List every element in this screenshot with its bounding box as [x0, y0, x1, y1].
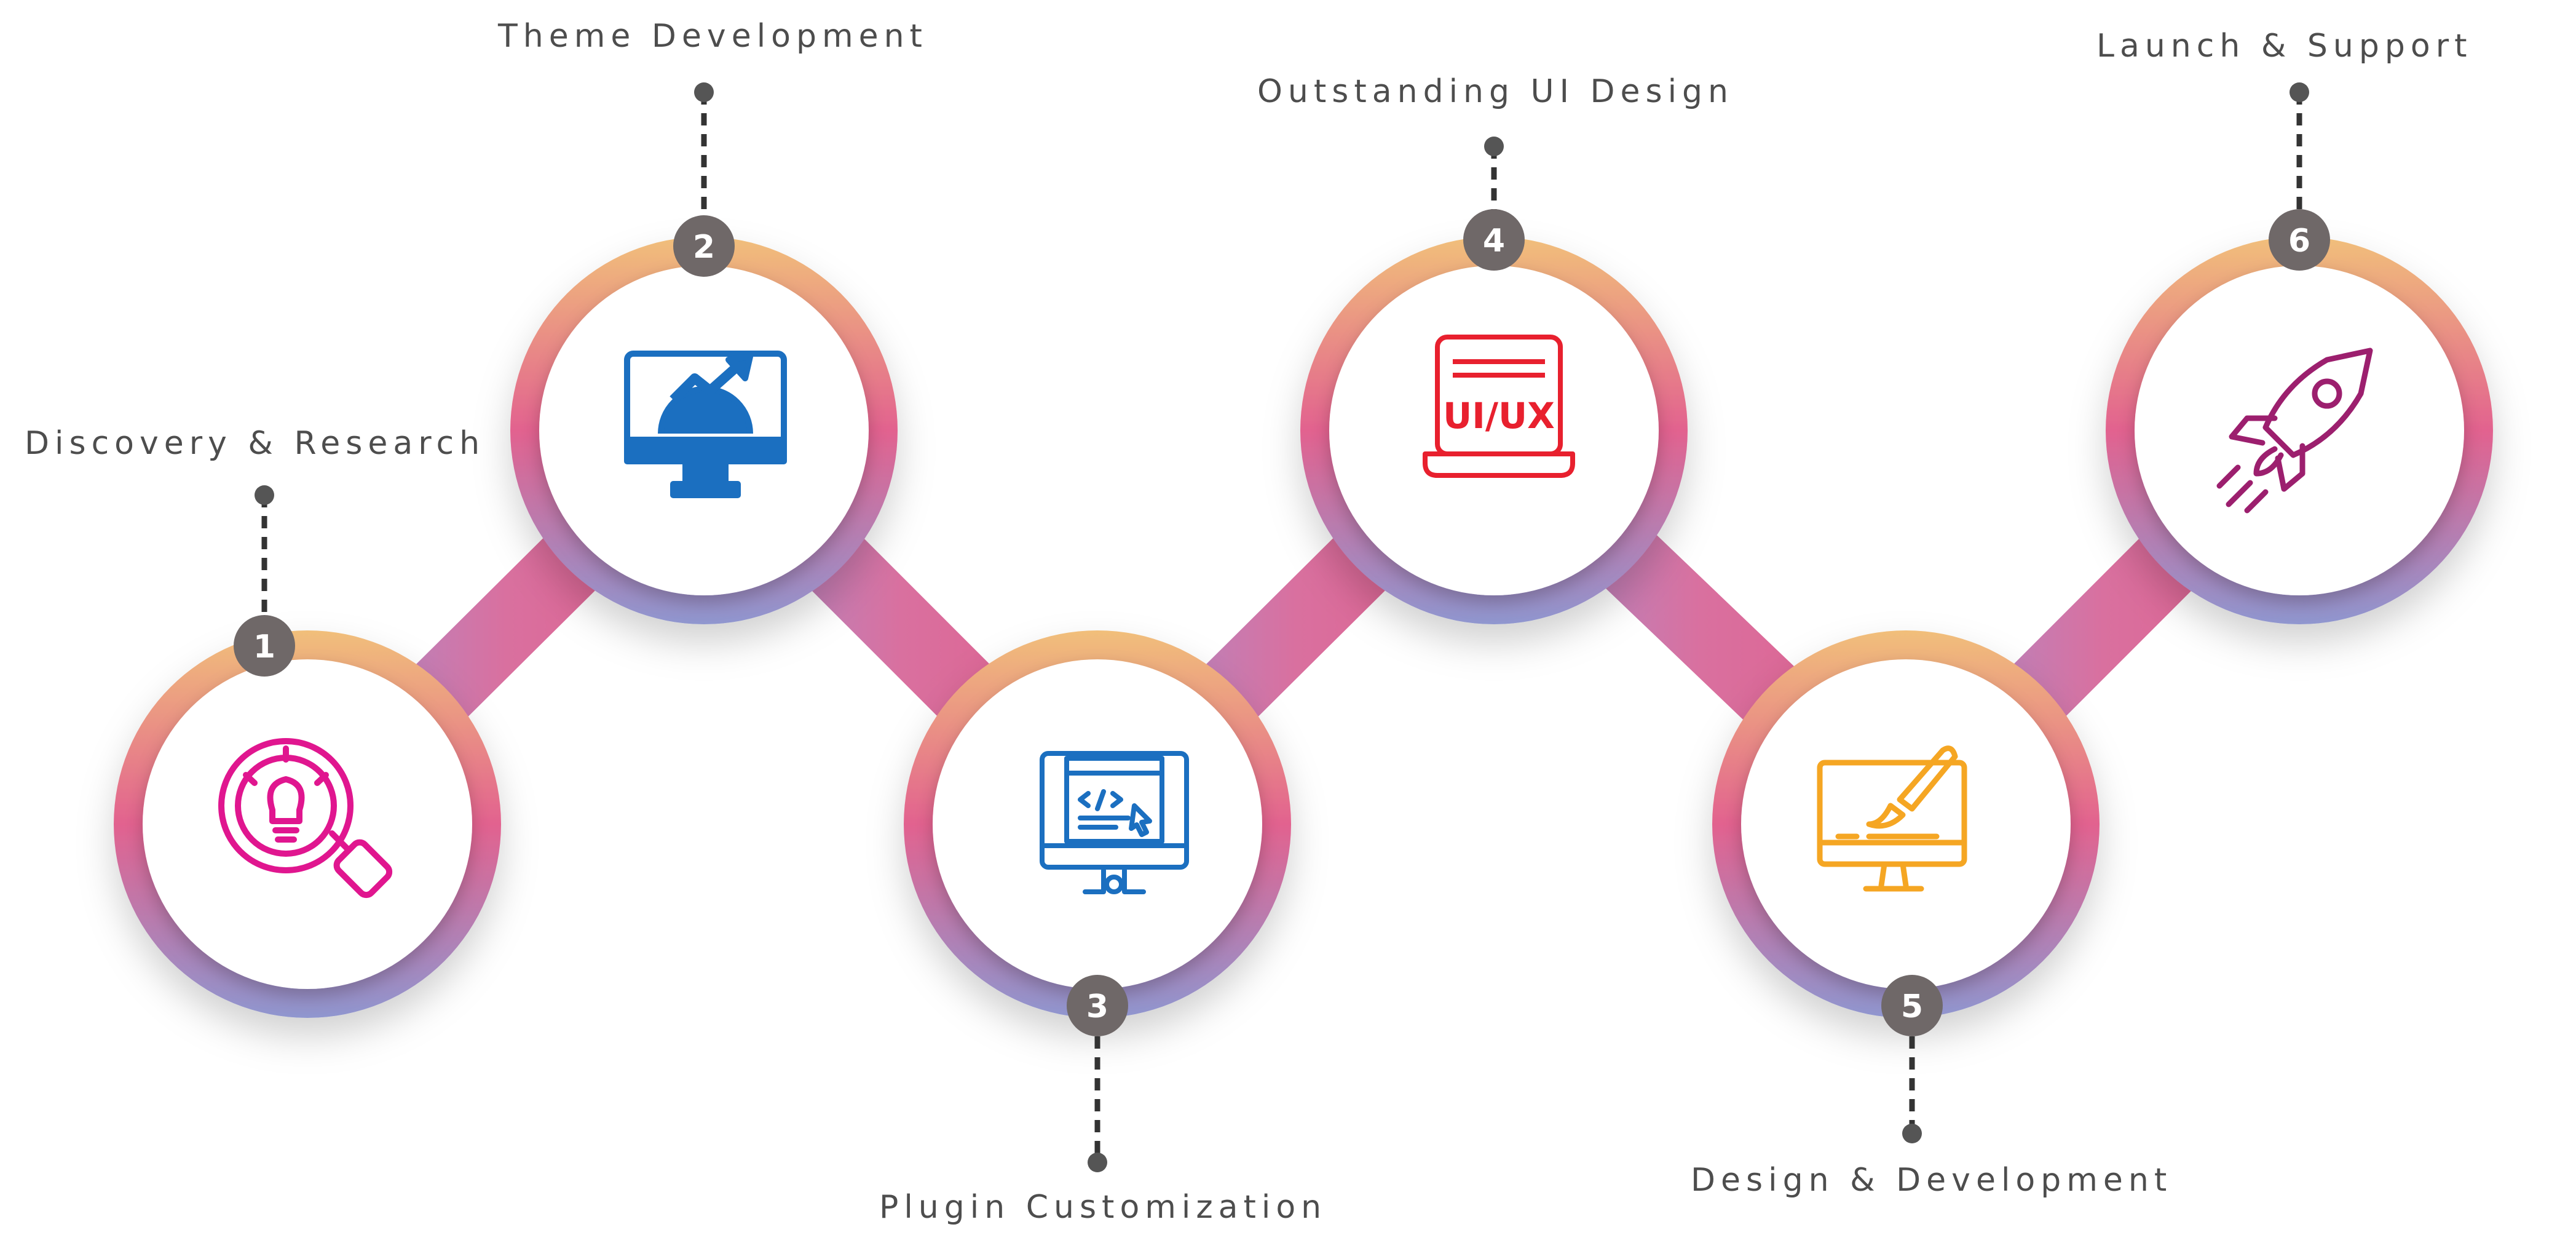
step-number: 5 [1901, 988, 1923, 1025]
step-label: Plugin Customization [879, 1189, 1327, 1226]
step-label: Discovery & Research [25, 425, 485, 462]
step-badge [1463, 209, 1525, 271]
ui-ux-text: UI/UX [1443, 395, 1555, 437]
leader-dot [1902, 1124, 1922, 1143]
step-label: Outstanding UI Design [1257, 73, 1734, 110]
step-number: 6 [2288, 223, 2310, 260]
step-label: Design & Development [1691, 1162, 2172, 1199]
ui-ux-laptop-icon: UI/UX [1423, 335, 1575, 478]
step-6: Launch & Support 6 [2096, 28, 2493, 624]
step-badge [1881, 975, 1943, 1036]
step-disc [2135, 266, 2464, 595]
step-badge [673, 215, 735, 277]
step-disc [143, 659, 472, 989]
code-monitor-icon [1040, 751, 1189, 894]
step-4: Outstanding UI Design UI/UX 4 [1257, 73, 1734, 624]
leader-dot [1484, 137, 1504, 156]
design-monitor-brush-icon [1817, 745, 1967, 892]
step-label: Launch & Support [2096, 28, 2472, 65]
monitor-growth-gear-icon [624, 351, 787, 498]
step-2: Theme Development 2 [497, 18, 928, 624]
step-disc [933, 659, 1262, 989]
leader-dot [255, 485, 274, 505]
step-number: 4 [1483, 223, 1505, 260]
rocket-icon [2216, 347, 2373, 514]
step-disc [1329, 266, 1659, 595]
step-label: Theme Development [497, 18, 928, 55]
step-badge [1067, 975, 1128, 1036]
step-badge [2269, 209, 2330, 271]
step-5: 5 Design & Development [1691, 630, 2172, 1199]
step-number: 1 [253, 629, 275, 665]
step-number: 2 [693, 229, 715, 266]
step-1: Discovery & Research 1 [25, 425, 501, 1018]
leader-dot [2290, 82, 2309, 102]
step-disc [1741, 659, 2071, 989]
leader-dot [694, 82, 714, 102]
step-3: 3 Plugin Customization [879, 630, 1327, 1226]
step-number: 3 [1086, 988, 1108, 1025]
leader-dot [1088, 1153, 1107, 1172]
step-badge [234, 615, 295, 677]
idea-search-icon [218, 738, 393, 899]
